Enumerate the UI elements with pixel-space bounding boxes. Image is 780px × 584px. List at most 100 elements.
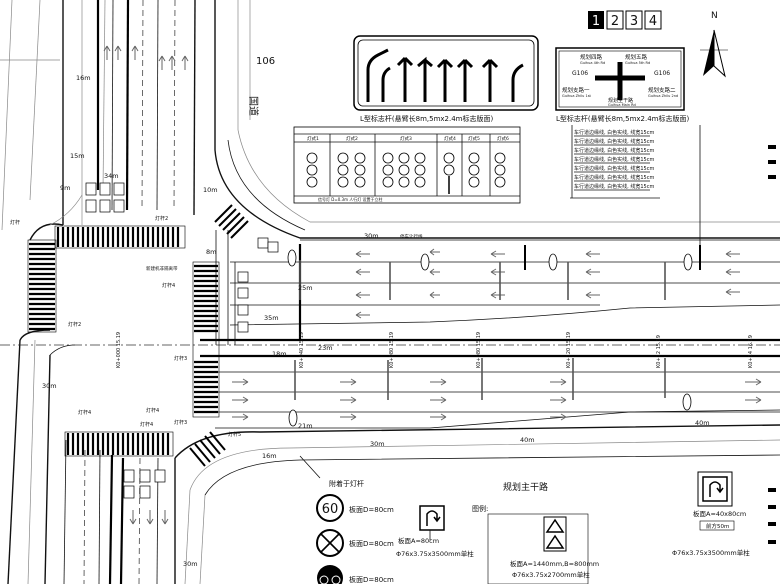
svg-text:40m: 40m [520, 436, 535, 444]
svg-text:15m: 15m [70, 152, 85, 160]
road-g106 [0, 0, 251, 584]
svg-text:附着于灯杆: 附着于灯杆 [329, 479, 364, 488]
svg-text:灯杆: 灯杆 [10, 219, 20, 226]
page-tab-3[interactable]: 3 [625, 10, 643, 30]
svg-text:车行道边缘线, 白色实线, 线宽15cm: 车行道边缘线, 白色实线, 线宽15cm [574, 156, 654, 163]
svg-text:K0+000 15.19: K0+000 15.19 [116, 332, 122, 368]
svg-text:车行道边缘线, 白色实线, 线宽15cm: 车行道边缘线, 白色实线, 线宽15cm [574, 183, 654, 190]
right-edge-marks [768, 145, 776, 544]
svg-text:规划支路二: 规划支路二 [648, 86, 676, 94]
svg-text:灯杆3: 灯杆3 [174, 355, 187, 362]
guide-sign: 规划四路 Guihua 4th Rd 规划五路 Guihua 5th Rd G1… [555, 47, 685, 111]
road-number: 106 [256, 56, 275, 67]
crosswalk-west [27, 239, 57, 333]
lane-marking-list: 车行道边缘线, 白色实线, 线宽15cm 车行道边缘线, 白色实线, 线宽15c… [570, 125, 701, 270]
svg-text:30m: 30m [183, 560, 198, 568]
svg-text:车行道边缘线, 白色实线, 线宽15cm: 车行道边缘线, 白色实线, 线宽15cm [574, 129, 654, 136]
svg-text:23m: 23m [318, 344, 333, 352]
crosswalks [27, 204, 249, 467]
svg-text:板面A=1440mm,B=800mm: 板面A=1440mm,B=800mm [510, 559, 599, 568]
page-tab-2[interactable]: 2 [606, 10, 624, 30]
speed-limit-value: 60 [322, 502, 339, 517]
svg-text:规划主干路: 规划主干路 [608, 97, 633, 104]
speed-limit-sign: 附着于灯杆 60 板面D=80cm [299, 455, 394, 522]
svg-text:K0+12 15.19: K0+12 15.19 [656, 335, 662, 368]
svg-text:30m: 30m [370, 440, 385, 448]
svg-text:灯杆4: 灯杆4 [78, 409, 91, 416]
svg-text:Guihua 4th Rd: Guihua 4th Rd [580, 61, 605, 65]
arrow-column-g106-icon [103, 45, 189, 525]
svg-text:35m: 35m [264, 314, 279, 322]
signal-table: 灯式1 灯式2 灯式3 灯式4 灯式5 灯式6 信号灯 D=0.3m 人行灯 设… [293, 126, 521, 204]
arrow-row-right-icon [232, 378, 762, 421]
svg-text:新建机非隔离带: 新建机非隔离带 [146, 265, 178, 272]
svg-text:G106: G106 [572, 70, 588, 77]
page-tab-2-label: 2 [611, 14, 619, 29]
page-tab-4-label: 4 [649, 14, 657, 29]
svg-text:车行道边缘线, 白色实线, 线宽15cm: 车行道边缘线, 白色实线, 线宽15cm [574, 165, 654, 172]
svg-text:灯式1: 灯式1 [307, 135, 319, 142]
svg-text:灯杆2: 灯杆2 [68, 321, 81, 328]
svg-text:灯式6: 灯式6 [497, 135, 509, 142]
no-stopping-sign: 板面D=80cm [316, 529, 394, 557]
svg-text:灯杆3: 灯杆3 [174, 419, 187, 426]
bicycle-sign: 板面D=80cm [317, 565, 394, 584]
svg-text:10m: 10m [203, 186, 218, 194]
svg-text:9m: 9m [60, 184, 70, 192]
svg-text:停车让行线: 停车让行线 [400, 233, 423, 240]
page-tab-1[interactable]: 1 [588, 11, 604, 29]
svg-text:前方50m: 前方50m [706, 522, 729, 530]
svg-text:40m: 40m [695, 419, 710, 427]
svg-text:板面A=40x80cm: 板面A=40x80cm [693, 509, 746, 518]
svg-text:信号灯 D=0.3m 人行灯 设置于立柱: 信号灯 D=0.3m 人行灯 设置于立柱 [318, 196, 383, 202]
svg-text:灯杆4: 灯杆4 [140, 421, 153, 428]
lane-sign-board [353, 35, 539, 111]
svg-text:灯杆4: 灯杆4 [146, 407, 159, 414]
crosswalk-north [54, 225, 186, 249]
road-names: 106 国道 规划主干路 [247, 56, 548, 493]
svg-text:车行道边缘线, 白色实线, 线宽15cm: 车行道边缘线, 白色实线, 线宽15cm [574, 147, 654, 154]
svg-text:34m: 34m [104, 172, 119, 180]
svg-text:8m: 8m [206, 248, 216, 256]
svg-text:Guihua 5th Rd: Guihua 5th Rd [625, 61, 650, 65]
svg-text:灯式3: 灯式3 [400, 135, 412, 142]
page-tabs[interactable]: 1 2 3 4 [588, 10, 662, 30]
svg-text:16m: 16m [262, 452, 277, 460]
page-tab-4[interactable]: 4 [644, 10, 662, 30]
svg-text:Guihua Zhilu 1st: Guihua Zhilu 1st [562, 94, 592, 98]
svg-text:18m: 18m [272, 350, 287, 358]
lane-arrows [103, 45, 762, 525]
dimension-labels: 16m 15m 9m 34m 10m 8m 30m 停车让行线 25m 35m … [42, 74, 710, 568]
svg-text:板面D=80cm: 板面D=80cm [349, 539, 394, 548]
crosswalk-south [64, 431, 174, 457]
uturn-sign-right: 板面A=40x80cm 前方50m Φ76x3.75x3500mm单柱 [672, 471, 750, 557]
guide-sign-title: L型标志杆(悬臂长8m,5mx2.4m标志版面) [556, 114, 689, 123]
svg-text:灯杆2: 灯杆2 [155, 215, 168, 222]
svg-text:K0+120 15.19: K0+120 15.19 [566, 332, 572, 368]
warning-sign: 板面A=1440mm,B=800mm Φ76x3.75x2700mm单柱 [487, 513, 599, 584]
svg-text:Guihua Main Rd: Guihua Main Rd [608, 103, 636, 107]
svg-text:30m: 30m [364, 232, 379, 240]
north-arrow-icon: N [700, 11, 728, 78]
svg-text:板面A=80cm: 板面A=80cm [398, 536, 439, 545]
svg-text:灯式4: 灯式4 [444, 135, 456, 142]
arrow-row-left-icon [355, 248, 740, 319]
svg-text:25m: 25m [298, 284, 313, 292]
svg-text:N: N [711, 11, 718, 21]
svg-text:K0+080 15.19: K0+080 15.19 [389, 332, 395, 368]
svg-text:图例:: 图例: [472, 504, 488, 513]
svg-text:规划支路一: 规划支路一 [562, 86, 590, 94]
sign-markers: 灯杆 灯杆2 灯杆4 灯杆2 灯杆3 灯杆4 灯杆4 灯杆4 灯杆5 灯杆3 [10, 215, 241, 438]
svg-text:灯式5: 灯式5 [468, 135, 480, 142]
svg-text:Guihua Zhilu 2nd: Guihua Zhilu 2nd [648, 94, 678, 98]
parking-blocks [85, 182, 279, 499]
svg-text:灯杆4: 灯杆4 [162, 282, 175, 289]
svg-text:K0+040 15.19: K0+040 15.19 [299, 332, 305, 368]
page-tab-1-label: 1 [592, 14, 600, 29]
signal-poles [287, 245, 701, 427]
svg-text:21m: 21m [298, 422, 313, 430]
arrow-stack-columns [294, 260, 666, 400]
svg-text:车行道边缘线, 白色实线, 线宽15cm: 车行道边缘线, 白色实线, 线宽15cm [574, 138, 654, 145]
svg-text:K0+080 15.19: K0+080 15.19 [476, 332, 482, 368]
